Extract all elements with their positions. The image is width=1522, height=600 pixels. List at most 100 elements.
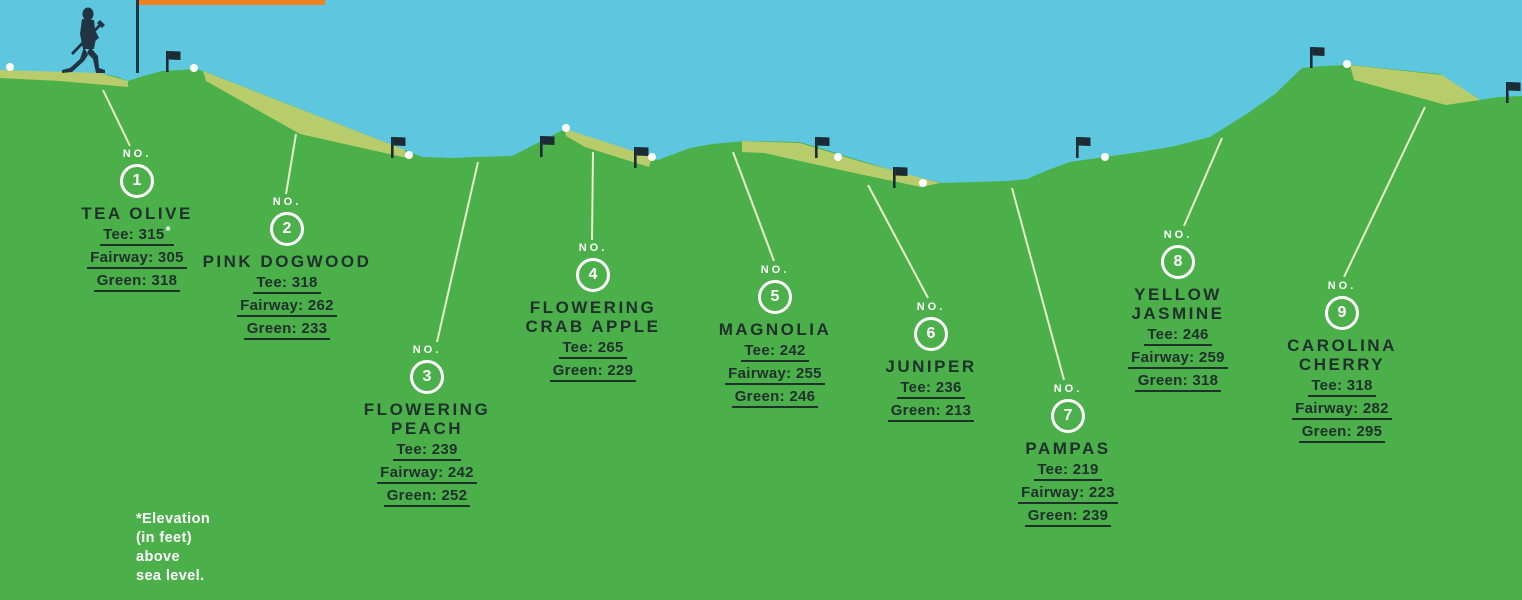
stat-label: Green: bbox=[1301, 423, 1357, 441]
hole-name: TEA OLIVE bbox=[81, 204, 193, 223]
hole-stat-underline: Fairway: 282 bbox=[1292, 400, 1392, 421]
leader-line bbox=[591, 151, 594, 241]
stat-value: 239 bbox=[431, 441, 458, 459]
hole-stat-underline: Fairway: 305 bbox=[87, 249, 187, 270]
hole-stat-underline: Green: 246 bbox=[731, 388, 819, 409]
stat-value: 229 bbox=[607, 362, 634, 380]
leader-lines bbox=[102, 89, 1426, 381]
hole-stat-row: Green: 252 bbox=[342, 487, 512, 508]
footnote-line: above bbox=[136, 549, 180, 566]
leader-line bbox=[1011, 187, 1065, 381]
hole-no-label: NO. bbox=[760, 264, 790, 276]
hole-name: PAMPAS bbox=[1025, 439, 1111, 458]
footnote-line: (in feet) bbox=[136, 530, 192, 547]
stat-label: Tee: bbox=[1037, 461, 1073, 479]
golf-ball-dot bbox=[190, 64, 198, 72]
stat-label: Tee: bbox=[1311, 377, 1347, 395]
hole-stat-row: Green: 229 bbox=[508, 362, 678, 383]
stat-value: 246 bbox=[1182, 326, 1209, 344]
fairway-bands bbox=[0, 65, 1480, 187]
orange-banner-flag bbox=[139, 0, 325, 5]
fairway-band bbox=[0, 70, 128, 87]
hole-no-label: NO. bbox=[1163, 229, 1193, 241]
hole-stat-underline: Green: 233 bbox=[243, 320, 331, 341]
hole-stat-underline: Fairway: 223 bbox=[1018, 484, 1118, 505]
stat-label: Fairway: bbox=[728, 365, 796, 383]
stat-value: 255 bbox=[795, 365, 822, 383]
leader-line bbox=[285, 133, 297, 195]
hole-stat-row: Tee: 239 bbox=[342, 441, 512, 462]
stat-label: Fairway: bbox=[1295, 400, 1363, 418]
fairway-band bbox=[742, 141, 940, 187]
golf-ball-dot bbox=[1343, 60, 1351, 68]
golf-ball-dot bbox=[1101, 153, 1109, 161]
hole-stat-underline: Green: 252 bbox=[383, 487, 471, 508]
footnote-line: *Elevation bbox=[136, 511, 211, 527]
hole-stat-underline: Green: 318 bbox=[1134, 372, 1222, 393]
stat-value: 236 bbox=[935, 379, 962, 397]
fairway-band bbox=[1350, 65, 1480, 105]
golf-ball-dot bbox=[919, 179, 927, 187]
hole-stat-underline: Green: 229 bbox=[549, 362, 637, 383]
hole-stat-underline: Tee: 265 bbox=[559, 339, 627, 360]
hole-number-badge: 1 bbox=[120, 164, 154, 198]
hole-stat-row: Green: 318 bbox=[1093, 372, 1263, 393]
stat-value: 239 bbox=[1082, 507, 1109, 525]
flagpole bbox=[136, 0, 139, 73]
stat-value: 318 bbox=[1346, 377, 1373, 395]
hole-name: PINK DOGWOOD bbox=[202, 252, 372, 271]
stat-value: 233 bbox=[301, 320, 328, 338]
leader-line bbox=[732, 151, 775, 262]
leader-line bbox=[436, 161, 479, 343]
hole-name: MAGNOLIA bbox=[718, 320, 832, 339]
stat-value: 246 bbox=[789, 388, 816, 406]
hole-no-label: NO. bbox=[272, 196, 302, 208]
stat-label: Fairway: bbox=[380, 464, 448, 482]
stat-value: 242 bbox=[447, 464, 474, 482]
leader-line bbox=[102, 89, 131, 147]
hole-name: FLOWERING CRAB APPLE bbox=[525, 298, 661, 337]
hole-stat-row: Fairway: 259 bbox=[1093, 349, 1263, 370]
stat-label: Green: bbox=[246, 320, 302, 338]
hole-stat-row: Green: 233 bbox=[202, 320, 372, 341]
stat-label: Tee: bbox=[1147, 326, 1183, 344]
elevation-footnote: *Elevation (in feet) above sea level. bbox=[136, 510, 210, 587]
footnote-asterisk: * bbox=[165, 223, 171, 239]
stat-label: Fairway: bbox=[240, 297, 308, 315]
stat-label: Tee: bbox=[256, 274, 292, 292]
hole-stat-row: Tee: 242 bbox=[690, 342, 860, 363]
stat-label: Tee: bbox=[103, 226, 139, 244]
hole-number-badge: 5 bbox=[758, 280, 792, 314]
hole-stat-underline: Tee: 219 bbox=[1034, 461, 1102, 482]
golf-ball-dot bbox=[648, 153, 656, 161]
stat-value: 223 bbox=[1088, 484, 1115, 502]
golf-ball-dots bbox=[6, 60, 1351, 187]
hole-number-badge: 7 bbox=[1051, 399, 1085, 433]
hole-stat-row: Green: 246 bbox=[690, 388, 860, 409]
hole-name: FLOWERING PEACH bbox=[363, 400, 491, 439]
terrain bbox=[0, 65, 1522, 600]
stat-label: Green: bbox=[552, 362, 608, 380]
hole-no-label: NO. bbox=[412, 344, 442, 356]
golf-ball-dot bbox=[6, 63, 14, 71]
stat-label: Fairway: bbox=[90, 249, 158, 267]
stat-value: 265 bbox=[597, 339, 624, 357]
hole-number-badge: 9 bbox=[1325, 296, 1359, 330]
hole-stat-row: Tee: 246 bbox=[1093, 326, 1263, 347]
hole-no-label: NO. bbox=[916, 301, 946, 313]
leader-line bbox=[867, 184, 929, 299]
hole-stat-row: Tee: 265 bbox=[508, 339, 678, 360]
fairway-band bbox=[203, 71, 407, 158]
stat-label: Green: bbox=[386, 487, 442, 505]
